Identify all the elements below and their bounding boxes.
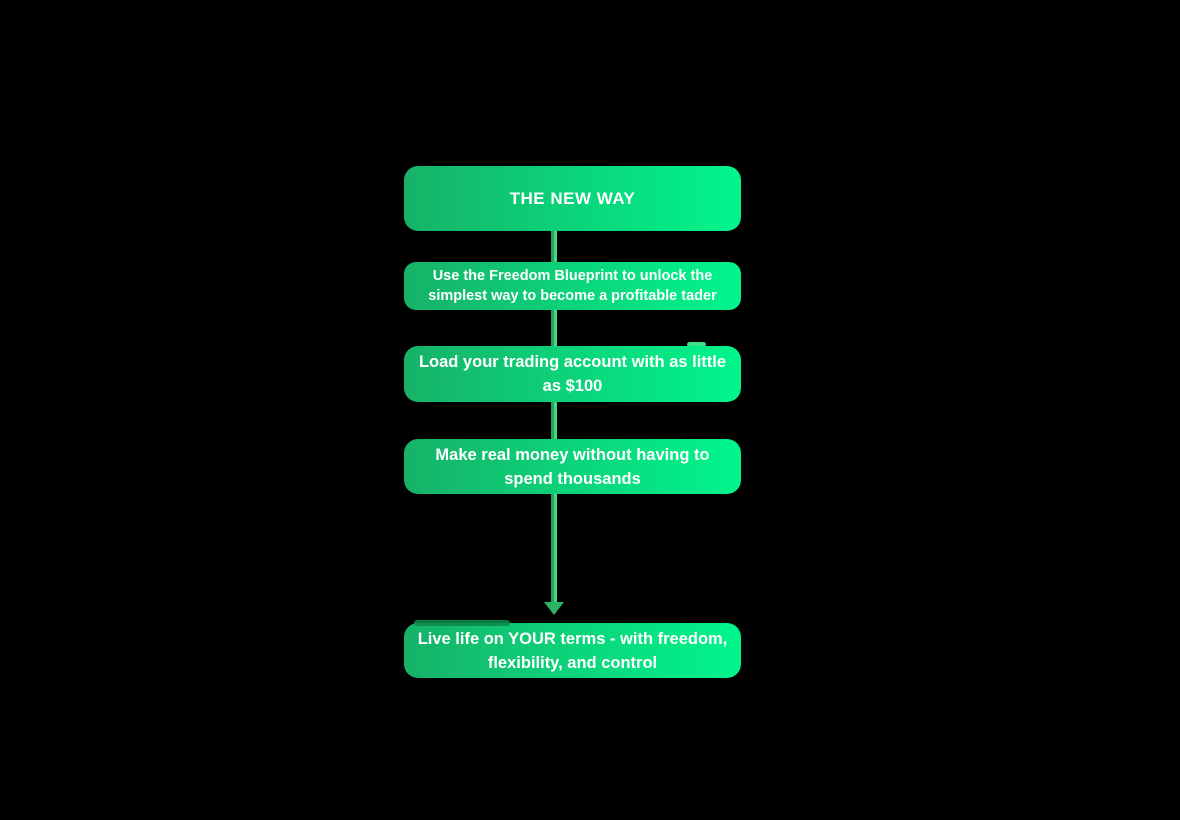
step-line: Make real money without having to: [435, 445, 710, 464]
decorative-sliver: [687, 342, 706, 347]
connector-line: [551, 231, 557, 602]
arrow-down-icon: [544, 602, 564, 615]
step-box-blueprint: Use the Freedom Blueprint to unlock the …: [404, 262, 741, 310]
step-line: spend thousands: [504, 469, 641, 488]
step-line: Live life on YOUR terms - with freedom,: [417, 629, 728, 648]
title-label: THE NEW WAY: [509, 188, 636, 208]
title-box: THE NEW WAY: [404, 166, 741, 231]
step-line: as $100: [542, 377, 603, 395]
step-line: Load your trading account with as little: [418, 353, 727, 371]
step-text: Live life on YOUR terms - with freedom, …: [418, 627, 728, 675]
step-line: Use the Freedom Blueprint to unlock the: [432, 268, 713, 284]
step-box-make-money: Make real money without having to spend …: [404, 439, 741, 494]
decorative-strip: [414, 620, 510, 626]
step-text: Load your trading account with as little…: [419, 350, 726, 398]
step-box-load-account: Load your trading account with as little…: [404, 346, 741, 402]
step-text: Use the Freedom Blueprint to unlock the …: [428, 266, 716, 306]
step-box-live-life: Live life on YOUR terms - with freedom, …: [404, 623, 741, 678]
step-line: simplest way to become a profitable tade…: [428, 288, 717, 304]
step-line: flexibility, and control: [487, 653, 658, 672]
step-text: Make real money without having to spend …: [435, 443, 709, 491]
